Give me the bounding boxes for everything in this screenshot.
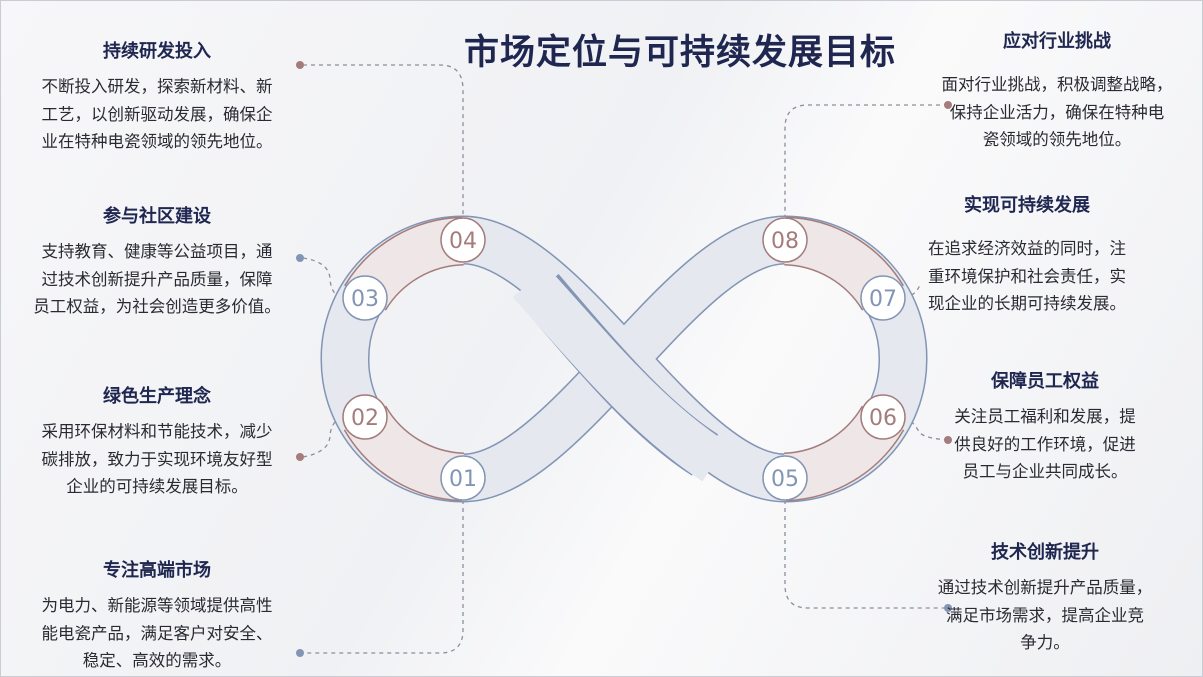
badge-01: 01 [440, 455, 486, 501]
dot-02 [296, 453, 304, 461]
svg-text:01: 01 [449, 467, 477, 492]
svg-text:08: 08 [771, 229, 799, 254]
item-text: 企业的可持续发展目标。 [66, 477, 248, 496]
item-05-innovation: 技术创新提升 通过技术创新提升产品质量， 满足市场需求，提高企业竞 争力。 [900, 538, 1190, 657]
item-heading: 技术创新提升 [991, 542, 1099, 563]
item-text: 碳排放，致力于实现环境友好型 [41, 449, 273, 469]
item-text: 业在特种电瓷领域的领先地位。 [41, 132, 273, 151]
item-text: 满足市场需求，提高企业竞 [946, 605, 1144, 625]
item-06-employees: 保障员工权益 关注员工福利和发展，提 供良好的工作环境，促进 员工与企业共同成长… [900, 367, 1190, 486]
item-text: 重环境保护和社会责任，实 [928, 266, 1126, 286]
dot-06 [944, 436, 952, 444]
item-text: 为电力、新能源等领域提供高性 [41, 596, 273, 615]
item-text: 保持企业活力，确保在特种电 [949, 102, 1165, 122]
dot-08 [944, 101, 952, 109]
item-text: 过技术创新提升产品质量，保障 [41, 269, 273, 289]
badge-05: 05 [762, 455, 808, 501]
badge-06: 06 [860, 394, 906, 440]
item-text: 瓷领域的领先地位。 [982, 130, 1132, 149]
svg-text:06: 06 [869, 406, 897, 431]
item-heading: 专注高端市场 [103, 560, 211, 581]
connector-05 [784, 500, 948, 609]
badge-02: 02 [342, 394, 388, 440]
item-heading: 持续研发投入 [103, 41, 211, 62]
crossing-strand [512, 266, 728, 482]
dot-03 [296, 254, 304, 262]
badge-03: 03 [342, 275, 388, 321]
item-08-challenges: 应对行业挑战 面对行业挑战，积极调整战略， 保持企业活力，确保在特种电 瓷领域的… [912, 27, 1202, 154]
item-text: 采用环保材料和节能技术，减少 [41, 422, 273, 441]
connector-04 [303, 64, 464, 216]
dot-05 [944, 604, 952, 612]
item-04-research: 持续研发投入 不断投入研发，探索新材料、新 工艺，以创新驱动发展，确保企 业在特… [12, 37, 302, 156]
badge-07: 07 [860, 275, 906, 321]
svg-text:04: 04 [449, 229, 477, 254]
page-title: 市场定位与可持续发展目标 [463, 33, 896, 73]
item-text: 供良好的工作环境，促进 [954, 434, 1136, 454]
dot-01 [296, 649, 304, 657]
badge-08: 08 [762, 217, 808, 263]
badge-04: 04 [440, 217, 486, 263]
item-02-green: 绿色生产理念 采用环保材料和节能技术，减少 碳排放，致力于实现环境友好型 企业的… [12, 382, 302, 501]
item-text: 争力。 [1020, 633, 1070, 652]
item-text: 现企业的长期可持续发展。 [928, 294, 1126, 313]
item-heading: 参与社区建设 [103, 206, 211, 227]
item-01-market: 专注高端市场 为电力、新能源等领域提供高性 能电瓷产品，满足客户对安全、 稳定、… [12, 556, 302, 675]
connector-08 [784, 104, 948, 216]
svg-text:05: 05 [771, 467, 799, 492]
svg-text:02: 02 [351, 406, 379, 431]
item-heading: 保障员工权益 [991, 371, 1099, 392]
item-heading: 应对行业挑战 [1003, 31, 1111, 52]
item-text: 面对行业挑战，积极调整战略， [941, 75, 1173, 94]
item-heading: 实现可持续发展 [964, 195, 1090, 216]
item-text: 关注员工福利和发展，提 [954, 407, 1136, 426]
item-text: 支持教育、健康等公益项目，通 [41, 242, 273, 261]
connector-06 [903, 416, 949, 441]
item-text: 不断投入研发，探索新材料、新 [41, 77, 273, 96]
item-text: 通过技术创新提升产品质量， [937, 578, 1153, 597]
item-text: 工艺，以创新驱动发展，确保企 [41, 104, 273, 124]
item-heading: 绿色生产理念 [103, 386, 211, 407]
item-text: 员工权益，为社会创造更多价值。 [33, 297, 281, 316]
svg-text:07: 07 [869, 287, 897, 312]
connector-01 [303, 500, 464, 654]
item-text: 稳定、高效的需求。 [82, 651, 232, 670]
dot-04 [296, 61, 304, 69]
item-text: 在追求经济效益的同时，注 [928, 239, 1126, 258]
item-text: 能电瓷产品，满足客户对安全、 [41, 623, 273, 643]
item-07-sustainable: 实现可持续发展 在追求经济效益的同时，注 重环境保护和社会责任，实 现企业的长期… [882, 191, 1172, 318]
svg-text:03: 03 [351, 287, 379, 312]
item-03-community: 参与社区建设 支持教育、健康等公益项目，通 过技术创新提升产品质量，保障 员工权… [12, 202, 302, 321]
item-text: 员工与企业共同成长。 [962, 462, 1128, 481]
